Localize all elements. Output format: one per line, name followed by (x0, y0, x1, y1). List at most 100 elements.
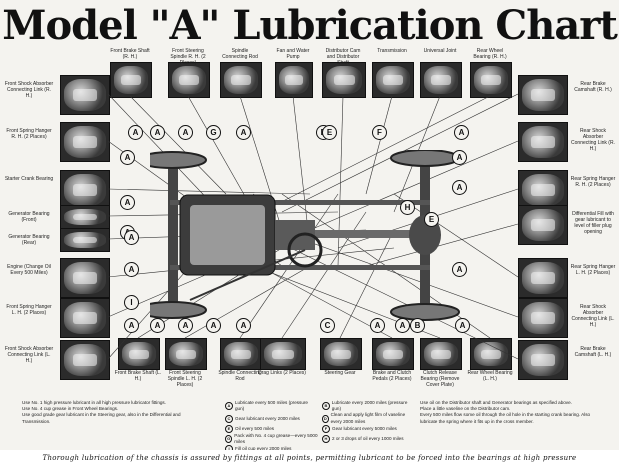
lubricant-badge: A (452, 262, 467, 277)
legend-key-symbol: E (225, 424, 233, 433)
part-label-generator-bearing-front: Generator Bearing (Front) (8, 211, 50, 223)
lubricant-badge: A (206, 318, 221, 333)
legend-key-symbol: F (322, 424, 330, 433)
part-label-rear-brake-camshaft-rh: Rear Brake Camshaft (R. H.) (574, 81, 612, 93)
footer-band: Thorough lubrication of the chassis is a… (0, 450, 619, 470)
rear-left-wheel (390, 303, 460, 321)
part-photo-universal-joint (420, 62, 462, 98)
leader-line (107, 188, 311, 195)
legend-left: Use No. 1 high pressure lubricant in all… (22, 400, 182, 425)
legend-key-symbol: A (225, 402, 233, 411)
legend-key-text: Oil every 500 miles (235, 425, 275, 431)
leader-line (129, 95, 227, 195)
leader-line (187, 95, 255, 213)
part-photo-front-shock-absorber-lh (60, 340, 110, 380)
front-axle (168, 160, 178, 310)
footer-caption: Thorough lubrication of the chassis is a… (42, 454, 577, 462)
part-photo-rear-spring-hanger-rh (518, 170, 568, 210)
part-photo-front-spring-hanger-rh (60, 122, 110, 162)
part-label-front-spring-hanger-lh: Front Spring Hanger L. H. (2 Places) (6, 304, 52, 316)
legend-key-symbol: G (225, 435, 233, 444)
part-photo-rear-spring-hanger-lh (518, 258, 568, 298)
lubricant-badge: A (150, 318, 165, 333)
part-photo-rear-shock-absorber-rh (518, 122, 568, 162)
chassis-illustration (150, 150, 460, 321)
part-photo-steering-gear (320, 338, 362, 370)
legend-key-text: Clean and apply light film of vaseline e… (330, 412, 406, 424)
part-photo-brake-clutch-pedals (372, 338, 414, 370)
lubricant-badge: A (236, 125, 251, 140)
frame-rail-top (170, 200, 430, 205)
leader-line (365, 95, 393, 195)
part-photo-rear-shock-absorber-lh (518, 298, 568, 338)
part-photo-front-steering-spindle-lh (165, 338, 207, 370)
part-label-front-brake-shaft-lh: Front Brake Shaft (L. H.) (114, 370, 162, 382)
part-photo-generator-bearing-front (60, 205, 110, 229)
part-label-engine-oil-change: Engine (Change Oil Every 500 Miles) (7, 264, 51, 276)
part-photo-generator-bearing-rear (60, 228, 110, 252)
leader-line (309, 140, 519, 231)
part-label-drag-links: Drag Links (2 Places) (258, 370, 306, 376)
part-photo-front-spring-hanger-lh (60, 298, 110, 338)
legend-left-line: Use No. 1 high pressure lubricant in all… (22, 400, 167, 405)
lubricant-badge: A (452, 180, 467, 195)
part-label-front-steering-spindle-rh: Front Steering Spindle R. H. (2 Places) (170, 48, 206, 66)
legend-key-text: Fill oil cup every 2000 miles (235, 446, 292, 452)
leader-line (365, 223, 519, 267)
part-label-front-shock-absorber-lh: Front Shock Absorber Connecting Link (L.… (4, 346, 54, 364)
part-label-front-spring-hanger-rh: Front Spring Hanger R. H. (2 Places) (6, 128, 52, 140)
lubricant-badge: I (124, 295, 139, 310)
lubricant-badge: C (320, 318, 335, 333)
steering-wheel (287, 232, 323, 268)
legend-left-line: Use good grade gear lubricant in the Ste… (22, 412, 181, 424)
part-label-generator-bearing-rear: Generator Bearing (Rear) (8, 234, 50, 246)
lubricant-badge: A (124, 230, 139, 245)
front-left-wheel (150, 301, 207, 319)
legend-left-line: Use No. 4 cup grease in Front Wheel Bear… (22, 406, 119, 412)
part-photo-fan-water-pump (275, 62, 313, 98)
part-label-rear-shock-absorber-lh: Rear Shock Absorber Connecting Link (L. … (571, 304, 615, 328)
lubricant-badge: A (395, 318, 410, 333)
part-label-rear-wheel-bearing-lh: Rear Wheel Bearing (L. H.) (467, 370, 513, 382)
front-right-wheel (150, 151, 207, 169)
legend-key-text: 2 or 3 drops of oil every 1000 miles (332, 435, 404, 441)
lubricant-badge: A (124, 262, 139, 277)
part-photo-differential (518, 205, 568, 245)
legend-key-text: Lubricate every 500 miles (pressure gun) (234, 400, 308, 412)
part-photo-front-shock-absorber-rh (60, 75, 110, 115)
legend-right: Use oil on the Distributor shaft and Gen… (420, 400, 600, 425)
part-label-rear-spring-hanger-rh: Rear Spring Hanger R. H. (2 Places) (570, 176, 616, 188)
legend-key-text: Gear lubricant every 2000 miles (235, 415, 300, 421)
lubricant-badge: F (372, 125, 387, 140)
legend-right-line: Place a little vaseline on the Distribut… (420, 406, 511, 412)
lubricant-badge: E (322, 125, 337, 140)
lubricant-badge: A (128, 125, 143, 140)
part-photo-rear-wheel-bearing-rh (470, 62, 512, 98)
part-photo-front-brake-shaft-lh (118, 338, 160, 370)
part-photo-distributor-cam (322, 62, 366, 98)
part-label-transmission: Transmission (377, 48, 407, 54)
part-photo-engine-oil-change (60, 258, 110, 298)
lubricant-badge: G (206, 125, 221, 140)
part-label-brake-clutch-pedals: Brake and Clutch Pedals (2 Places) (372, 370, 412, 382)
leader-line (339, 229, 395, 339)
part-label-rear-spring-hanger-lh: Rear Spring Hanger L. H. (2 Places) (570, 264, 616, 276)
part-photo-front-steering-spindle-rh (168, 62, 210, 98)
legend-key-symbol: C (225, 414, 233, 423)
lubricant-badge: A (236, 318, 251, 333)
legend-key-text: Lubricate every 2000 miles (pressure gun… (331, 400, 408, 412)
legend-key-symbol: B (322, 402, 330, 411)
lubricant-badge: A (120, 195, 135, 210)
part-label-rear-brake-camshaft-lh: Rear Brake Camshaft (L. H.) (574, 346, 612, 358)
frame-rail-bottom (170, 265, 430, 270)
lubricant-badge: A (120, 150, 135, 165)
part-label-spindle-connecting-rod-bottom: Spindle Connecting Rod (218, 370, 262, 382)
part-label-front-shock-absorber-rh: Front Shock Absorber Connecting Link (R.… (4, 81, 54, 99)
